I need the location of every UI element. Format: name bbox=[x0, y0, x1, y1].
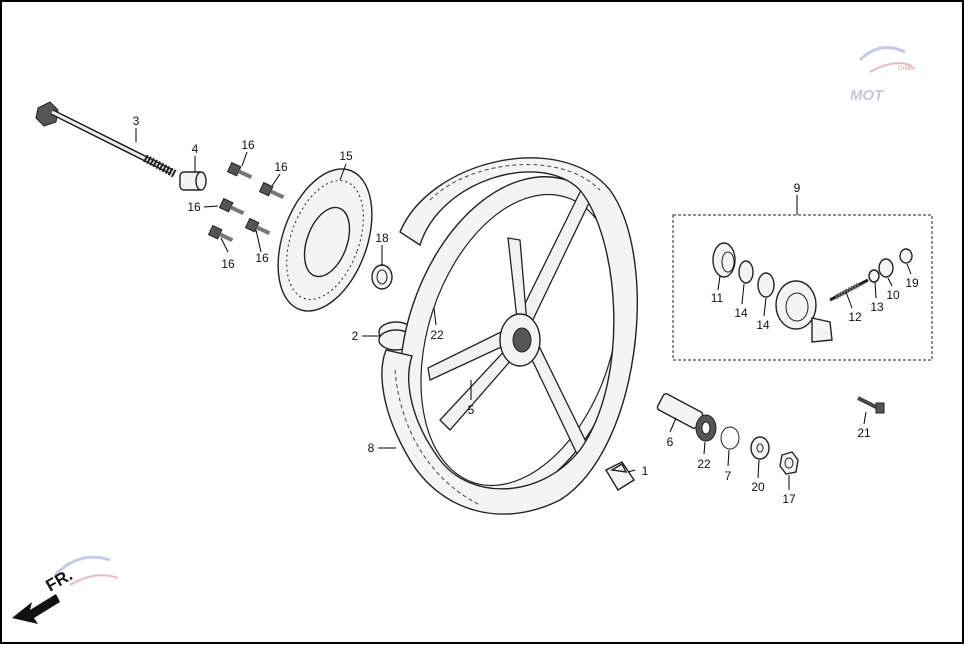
valve-1 bbox=[605, 461, 635, 491]
washer-14b bbox=[757, 272, 775, 298]
leader-lines bbox=[135, 128, 912, 490]
washer-13 bbox=[868, 269, 880, 283]
bearing-18 bbox=[371, 264, 393, 290]
speedometer-gearbox-group bbox=[672, 214, 933, 361]
wheel-rim bbox=[399, 175, 631, 504]
watermark-logo-top: MOT Online bbox=[850, 46, 916, 104]
callout-14b: 14 bbox=[756, 318, 770, 332]
callout-7: 7 bbox=[725, 469, 732, 483]
callout-16d: 16 bbox=[221, 257, 235, 271]
watermark-text: MOT bbox=[850, 87, 885, 104]
callout-22a: 22 bbox=[430, 328, 444, 342]
pinion-gear bbox=[829, 278, 869, 302]
callout-13: 13 bbox=[870, 300, 884, 314]
disc-bolts bbox=[207, 161, 285, 242]
callout-17: 17 bbox=[782, 492, 796, 506]
gearbox-housing bbox=[775, 280, 833, 343]
callout-16a: 16 bbox=[241, 138, 255, 152]
axle-nut-17 bbox=[779, 451, 799, 475]
tire bbox=[381, 157, 638, 515]
callout-6: 6 bbox=[667, 435, 674, 449]
direction-label: FR. bbox=[43, 565, 76, 595]
callout-9: 9 bbox=[794, 181, 801, 195]
washer-20 bbox=[750, 436, 770, 460]
bearing-22-right bbox=[695, 414, 717, 442]
callout-22b: 22 bbox=[697, 457, 711, 471]
callout-5: 5 bbox=[468, 403, 475, 417]
callout-16b: 16 bbox=[274, 160, 288, 174]
callout-2: 2 bbox=[352, 329, 359, 343]
callout-8: 8 bbox=[368, 441, 375, 455]
callout-16c: 16 bbox=[187, 200, 201, 214]
callout-1: 1 bbox=[642, 464, 649, 478]
drive-gear bbox=[712, 242, 736, 278]
callout-11: 11 bbox=[711, 291, 724, 305]
callout-18: 18 bbox=[375, 231, 389, 245]
washer-14a bbox=[738, 260, 754, 284]
washer-19 bbox=[899, 248, 913, 264]
watermark-logo-bottom bbox=[53, 555, 119, 586]
axle-collar bbox=[179, 171, 207, 191]
arrow-icon bbox=[12, 594, 60, 624]
watermark-subtext: Online bbox=[898, 66, 916, 72]
callout-4: 4 bbox=[192, 142, 199, 156]
callout-16e: 16 bbox=[255, 251, 269, 265]
callout-10: 10 bbox=[886, 288, 900, 302]
callout-3: 3 bbox=[133, 114, 140, 128]
callout-numbers: 3 4 16 16 16 16 16 15 18 22 2 5 8 9 11 1… bbox=[133, 114, 919, 506]
brake-disc bbox=[277, 168, 373, 312]
callout-14a: 14 bbox=[734, 306, 748, 320]
callout-12: 12 bbox=[848, 310, 862, 324]
screw-21 bbox=[857, 396, 885, 414]
circlip-7 bbox=[720, 426, 740, 450]
callout-19: 19 bbox=[905, 276, 919, 290]
axle bbox=[35, 101, 177, 178]
oil-seal-10 bbox=[878, 258, 894, 278]
callout-21: 21 bbox=[857, 426, 871, 440]
callout-15: 15 bbox=[339, 149, 353, 163]
front-direction-indicator: FR. bbox=[12, 555, 119, 624]
callout-20: 20 bbox=[751, 480, 765, 494]
